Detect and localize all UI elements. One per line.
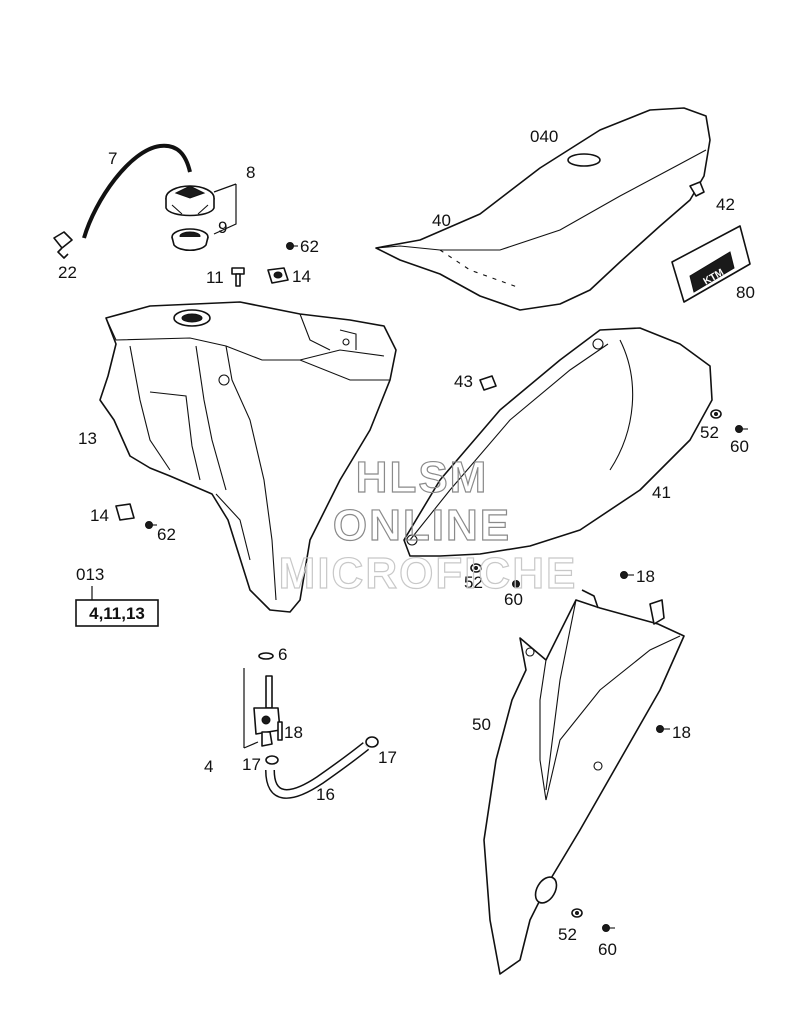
callout-9: 9 [218,218,227,237]
callout-80: 80 [736,283,755,302]
screw-62-low [145,521,157,529]
screw-62-top [286,242,298,250]
screw-18a [620,571,634,579]
vent-hose [82,143,192,239]
callout-42: 42 [716,195,735,214]
callout-040: 040 [530,127,558,146]
callout-16: 16 [316,785,335,804]
bushing-14-low [115,503,135,521]
screw-60c [602,924,615,932]
callout-50: 50 [472,715,491,734]
o-ring-6 [258,652,274,660]
callout-60-bottom: 60 [598,940,617,959]
callout-18-tap: 18 [284,723,303,742]
bushing-14-top [267,267,289,284]
callout-60-top: 60 [730,437,749,456]
callout-11: 11 [206,268,224,287]
grommet-43 [479,375,497,391]
clamp-17a [265,755,279,765]
breather-valve [53,231,73,259]
callout-14-top: 14 [292,267,311,286]
callout-52-bottom: 52 [558,925,577,944]
fuel-cap [165,185,215,217]
callout-13: 13 [78,429,97,448]
watermark-line-1: HLSM [356,453,489,502]
fuel-hose-16 [265,742,370,799]
callout-7: 7 [108,149,117,168]
cap-gasket [171,228,209,252]
callout-013: 013 [76,565,104,584]
screw-60b [512,580,520,588]
washer-52b [470,563,482,573]
seat [375,107,711,311]
callout-41: 41 [652,483,671,502]
kit-box [75,599,159,627]
screw-18b [277,721,283,741]
fuel-tap [253,675,281,747]
washer-52c [571,908,583,918]
callout-17-right: 17 [378,748,397,767]
washer-52a [710,409,722,419]
callout-14-low: 14 [90,506,109,525]
callout-40: 40 [432,211,451,230]
callout-8: 8 [246,163,255,182]
callout-60-mid: 60 [504,590,523,609]
screw-60a [735,425,748,433]
side-panel [403,327,713,557]
ktm-decal: KTM [671,225,751,303]
callout-52-mid: 52 [464,573,483,592]
watermark-line-2: ONLINE [333,501,511,550]
callout-18-top: 18 [636,567,655,586]
clamp-17b [365,736,379,748]
callout-18-right: 18 [672,723,691,742]
fuel-tank [99,301,397,613]
callout-52-top: 52 [700,423,719,442]
watermark-line-3: MICROFICHE [279,549,578,598]
callout-62-top: 62 [300,237,319,256]
callout-43: 43 [454,372,473,391]
callout-22: 22 [58,263,77,282]
callout-6: 6 [278,645,287,664]
callout-4: 4 [204,757,213,776]
screw-18c [656,725,670,733]
radiator-shroud [483,589,685,975]
callout-17-left: 17 [242,755,261,774]
screw-11 [231,267,245,287]
kit-box-label: 4,11,13 [89,604,145,623]
callout-62-low: 62 [157,525,176,544]
